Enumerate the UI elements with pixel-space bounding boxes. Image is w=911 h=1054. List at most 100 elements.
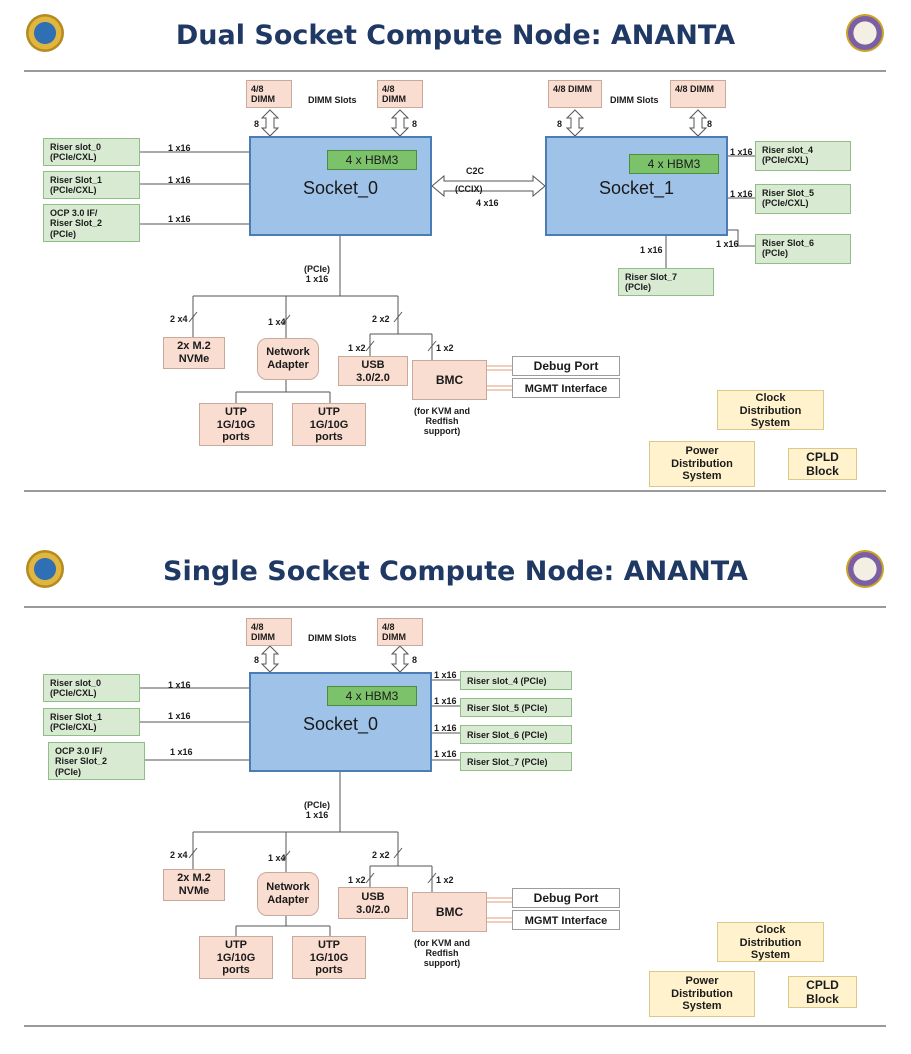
clock-distribution: Clock Distribution System	[717, 922, 824, 962]
socket-0: 4 x HBM3 Socket_0	[249, 136, 432, 236]
riser-slot-7: Riser Slot_7 (PCIe)	[460, 752, 572, 771]
dimm-slots-label: DIMM Slots	[308, 95, 357, 105]
link-width-label: 1 x2	[348, 343, 366, 353]
link-width-label: 1 x16	[716, 239, 739, 249]
ccix-label: (CCIX)	[455, 184, 483, 194]
link-width-label: 1 x16	[434, 749, 457, 759]
mgmt-interface: MGMT Interface	[512, 378, 620, 398]
dimm-count-label: 8	[412, 655, 418, 665]
riser-slot-5: Riser Slot_5 (PCIe/CXL)	[755, 184, 851, 214]
link-width-label: 2 x2	[372, 314, 390, 324]
dimm-count-label: 8	[707, 119, 713, 129]
usb-controller: USB 3.0/2.0	[338, 356, 408, 386]
link-width-label: 1 x16	[730, 147, 753, 157]
dimm-group-d: 4/8 DIMM	[670, 80, 726, 108]
network-adapter: Network Adapter	[257, 338, 319, 380]
link-width-label: 1 x16	[434, 696, 457, 706]
clock-distribution: Clock Distribution System	[717, 390, 824, 430]
link-width-label: 1 x16	[168, 143, 191, 153]
bmc: BMC	[412, 360, 487, 400]
institute-logo-right	[846, 14, 884, 52]
dimm-group-a: 4/8 DIMM	[246, 618, 292, 646]
m2-nvme: 2x M.2 NVMe	[163, 869, 225, 901]
utp-ports-b: UTP 1G/10G ports	[292, 403, 366, 446]
institute-logo-left	[26, 550, 64, 588]
m2-nvme: 2x M.2 NVMe	[163, 337, 225, 369]
title-divider	[24, 606, 886, 608]
utp-ports-b: UTP 1G/10G ports	[292, 936, 366, 979]
pcie-link-label: (PCIe) 1 x16	[304, 800, 331, 820]
dimm-count-label: 8	[254, 119, 260, 129]
dimm-count-label: 8	[254, 655, 260, 665]
link-width-label: 1 x16	[168, 711, 191, 721]
link-width-label: 1 x16	[170, 747, 193, 757]
cpld-block: CPLD Block	[788, 448, 857, 480]
hbm3-memory: 4 x HBM3	[629, 154, 719, 174]
institute-logo-left	[26, 14, 64, 52]
riser-slot-4: Riser slot_4 (PCIe)	[460, 671, 572, 690]
usb-controller: USB 3.0/2.0	[338, 887, 408, 919]
dimm-count-label: 8	[412, 119, 418, 129]
riser-slot-4: Riser slot_4 (PCIe/CXL)	[755, 141, 851, 171]
utp-ports-a: UTP 1G/10G ports	[199, 936, 273, 979]
link-width-label: 1 x16	[168, 175, 191, 185]
riser-slot-1: Riser Slot_1 (PCIe/CXL)	[43, 708, 140, 736]
link-width-label: 1 x2	[348, 875, 366, 885]
dimm-slots-label: DIMM Slots	[610, 95, 659, 105]
dimm-count-label: 8	[557, 119, 563, 129]
riser-slot-1: Riser Slot_1 (PCIe/CXL)	[43, 171, 140, 199]
dimm-group-b: 4/8 DIMM	[377, 80, 423, 108]
institute-logo-right	[846, 550, 884, 588]
riser-slot-2: OCP 3.0 IF/ Riser Slot_2 (PCIe)	[43, 204, 140, 242]
panel-divider	[24, 1025, 886, 1027]
link-width-label: 1 x4	[268, 317, 286, 327]
title-divider	[24, 70, 886, 72]
cpld-block: CPLD Block	[788, 976, 857, 1008]
riser-slot-2: OCP 3.0 IF/ Riser Slot_2 (PCIe)	[48, 742, 145, 780]
link-width-label: 2 x4	[170, 850, 188, 860]
utp-ports-a: UTP 1G/10G ports	[199, 403, 273, 446]
bmc-note: (for KVM and Redfish support)	[414, 406, 470, 436]
mgmt-interface: MGMT Interface	[512, 910, 620, 930]
page-title: Dual Socket Compute Node: ANANTA	[175, 20, 736, 51]
link-width-label: 1 x16	[168, 214, 191, 224]
debug-port: Debug Port	[512, 888, 620, 908]
dual-socket-panel: Dual Socket Compute Node: ANANTA	[0, 0, 911, 518]
dimm-slots-label: DIMM Slots	[308, 633, 357, 643]
riser-slot-0: Riser slot_0 (PCIe/CXL)	[43, 674, 140, 702]
debug-port: Debug Port	[512, 356, 620, 376]
hbm3-memory: 4 x HBM3	[327, 150, 417, 170]
riser-slot-6: Riser Slot_6 (PCIe)	[755, 234, 851, 264]
panel-divider	[24, 490, 886, 492]
dimm-group-a: 4/8 DIMM	[246, 80, 292, 108]
link-width-label: 1 x16	[168, 680, 191, 690]
pcie-link-label: (PCIe) 1 x16	[304, 264, 331, 284]
c2c-label: C2C	[466, 166, 485, 176]
network-adapter: Network Adapter	[257, 872, 319, 916]
link-width-label: 1 x2	[436, 343, 454, 353]
riser-slot-7: Riser Slot_7 (PCIe)	[618, 268, 714, 296]
link-width-label: 1 x4	[268, 853, 286, 863]
link-width-label: 1 x16	[434, 723, 457, 733]
socket-1: 4 x HBM3 Socket_1	[545, 136, 728, 236]
hbm3-memory: 4 x HBM3	[327, 686, 417, 706]
bmc-note: (for KVM and Redfish support)	[414, 938, 470, 968]
power-distribution: Power Distribution System	[649, 441, 755, 487]
page-title: Single Socket Compute Node: ANANTA	[163, 556, 748, 587]
dimm-group-b: 4/8 DIMM	[377, 618, 423, 646]
dimm-group-c: 4/8 DIMM	[548, 80, 602, 108]
riser-slot-0: Riser slot_0 (PCIe/CXL)	[43, 138, 140, 166]
link-width-label: 1 x16	[730, 189, 753, 199]
riser-slot-6: Riser Slot_6 (PCIe)	[460, 725, 572, 744]
link-width-label: 1 x16	[434, 670, 457, 680]
single-socket-panel: Single Socket Compute Node: ANANTA	[0, 536, 911, 1054]
socket-label: Socket_0	[302, 178, 379, 198]
link-width-label: 2 x2	[372, 850, 390, 860]
bmc: BMC	[412, 892, 487, 932]
socket-0: 4 x HBM3 Socket_0	[249, 672, 432, 772]
link-width-label: 1 x2	[436, 875, 454, 885]
connection-wires	[140, 109, 755, 403]
link-width-label: 2 x4	[170, 314, 188, 324]
link-width-label: 1 x16	[640, 245, 663, 255]
c2c-width-label: 4 x16	[476, 198, 499, 208]
